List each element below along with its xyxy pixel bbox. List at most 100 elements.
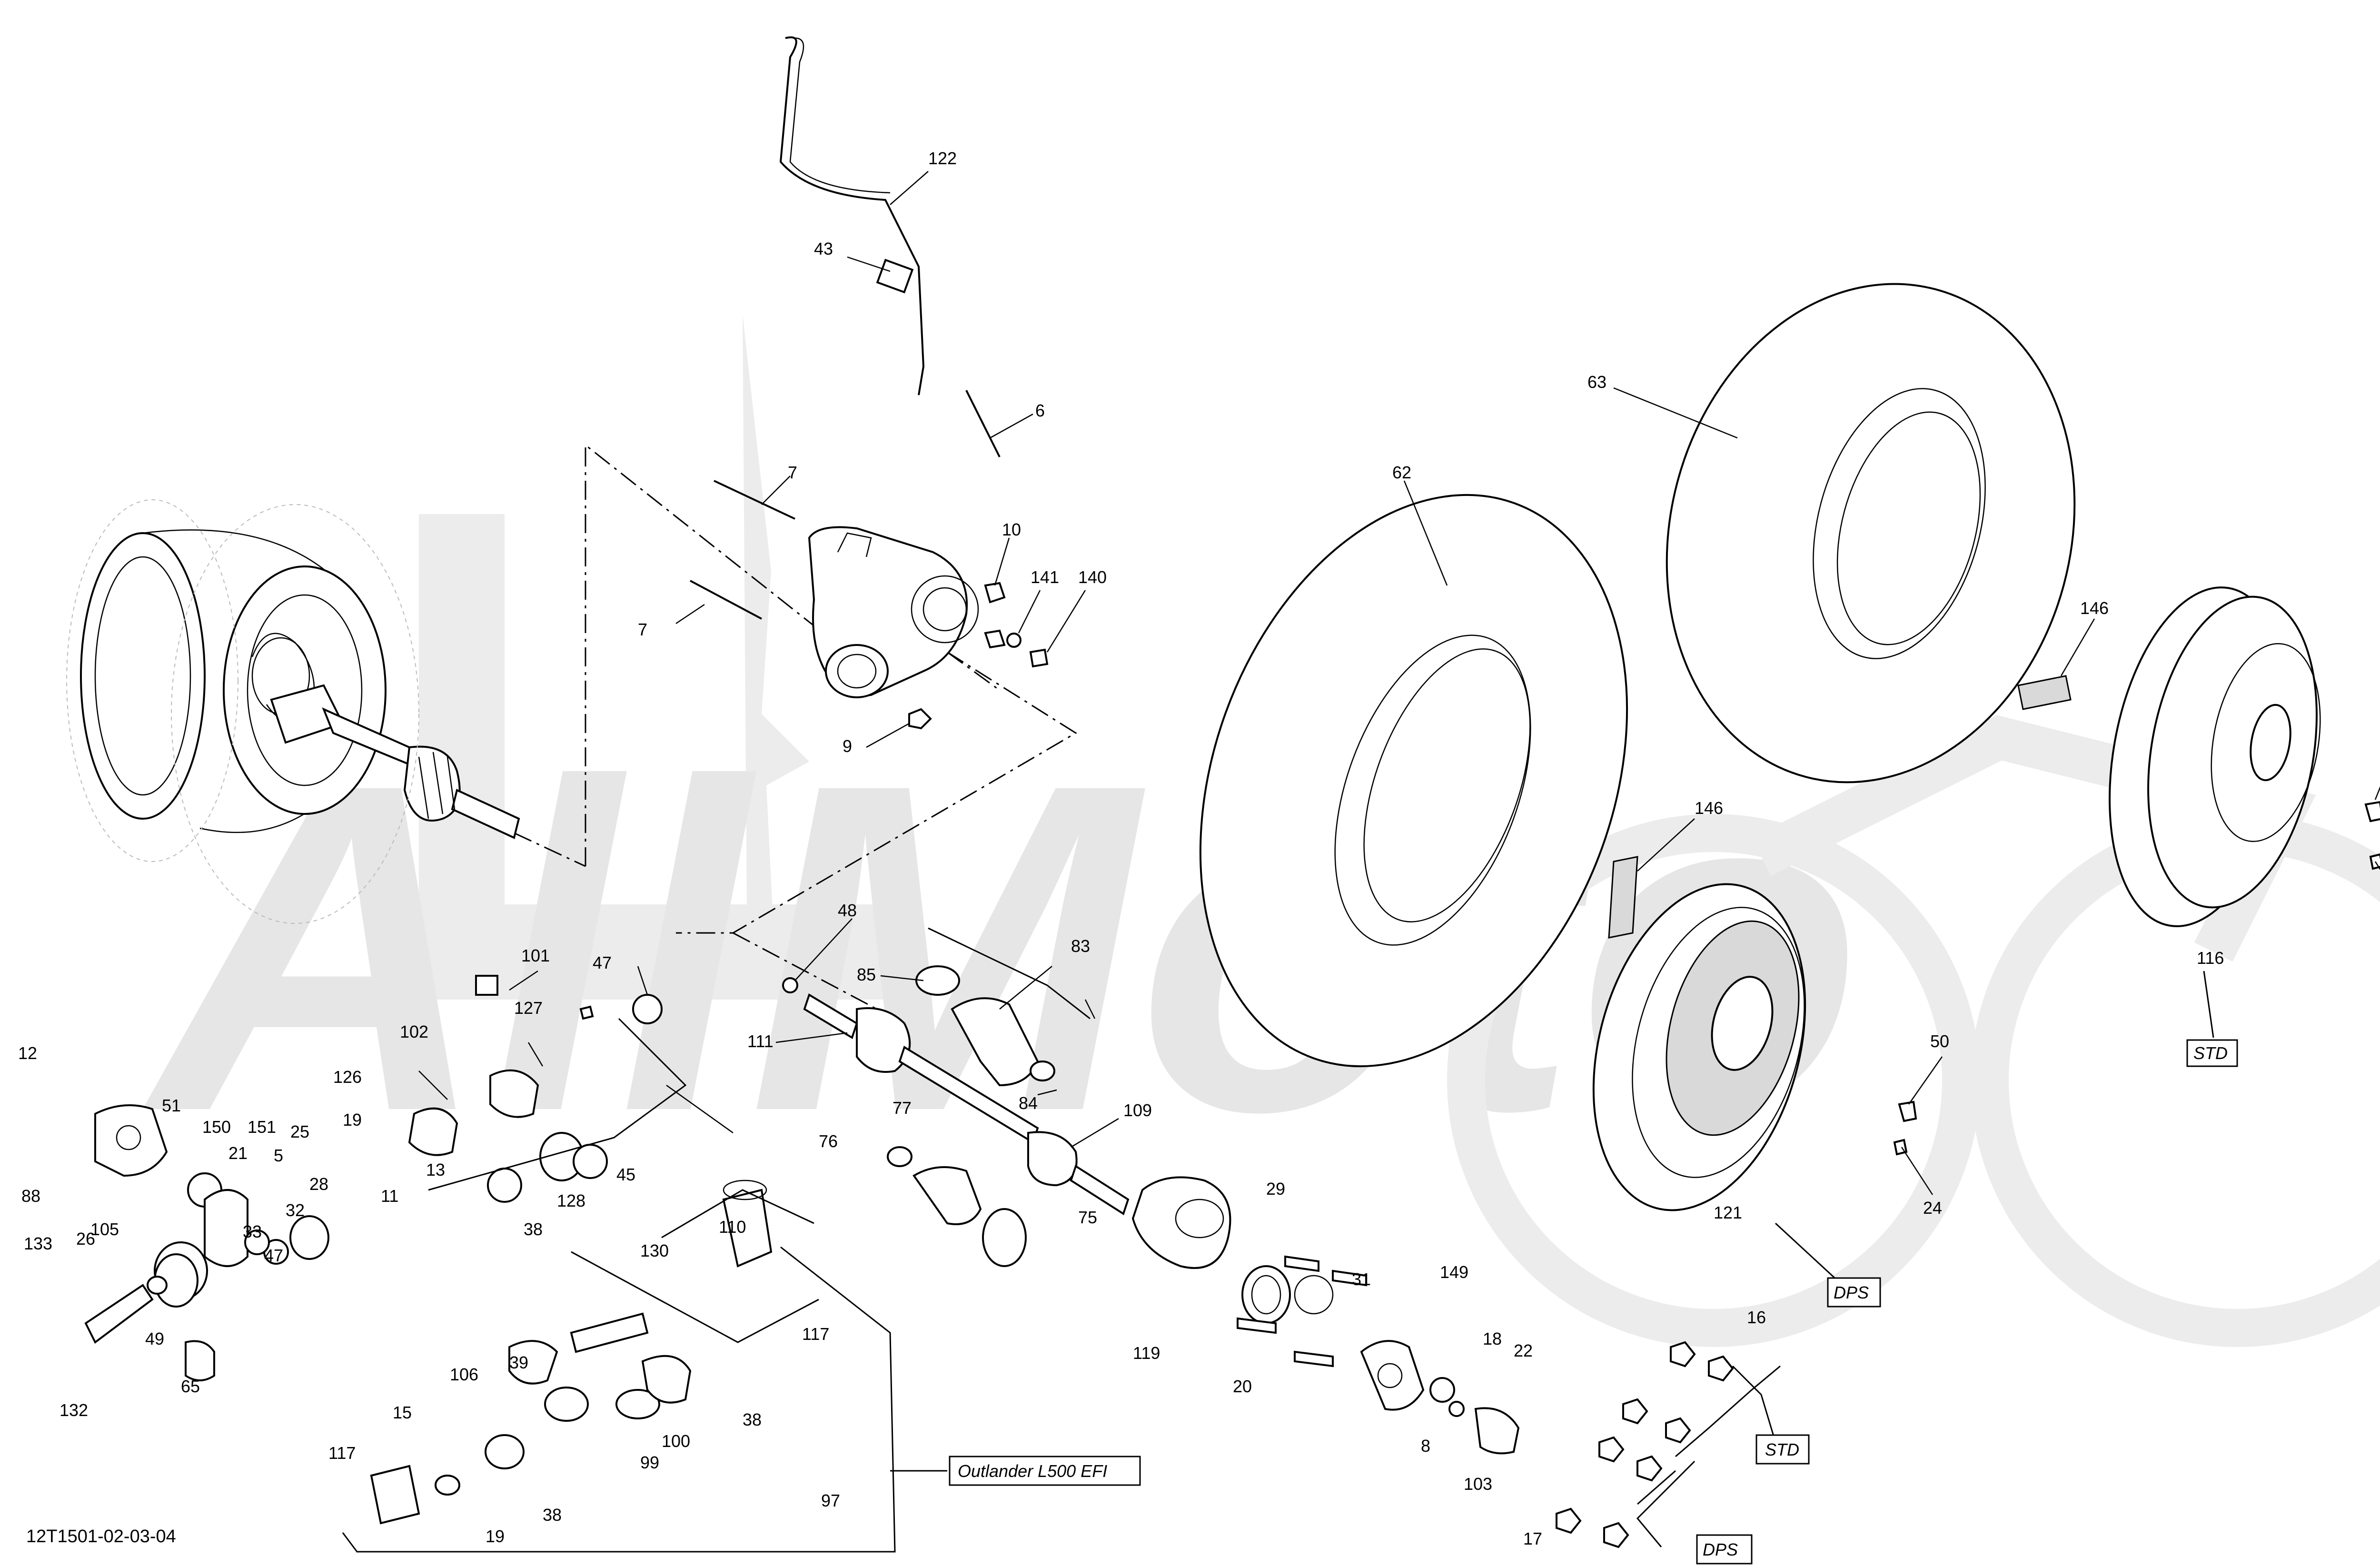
callout-128: 128: [557, 1191, 585, 1210]
callout-43: 43: [814, 239, 833, 258]
assembly-lines: [514, 443, 1077, 1020]
callout-32: 32: [286, 1200, 305, 1220]
callout-100: 100: [662, 1431, 690, 1451]
group-brackets: [342, 927, 2214, 1553]
callout-121: 121: [1714, 1203, 1742, 1222]
callout-25: 25: [290, 1122, 309, 1141]
callout-105: 105: [90, 1219, 119, 1239]
callout-126: 126: [333, 1067, 362, 1087]
std-label-wheel: STD: [2193, 1043, 2228, 1063]
callout-101: 101: [521, 946, 550, 965]
callout-83: 83: [1071, 936, 1090, 956]
callout-88: 88: [21, 1186, 40, 1206]
callout-127: 127: [514, 998, 543, 1018]
front-axle-shaft: [666, 965, 1130, 1267]
callout-45: 45: [616, 1165, 635, 1184]
callout-141: 141: [1031, 567, 1059, 587]
callout-21: 21: [228, 1143, 248, 1163]
front-differential: [690, 36, 1049, 730]
callout-109: 109: [1123, 1100, 1152, 1120]
callout-146b: 146: [1695, 798, 1723, 818]
callout-77: 77: [892, 1098, 912, 1118]
callout-6: 6: [1035, 401, 1045, 420]
callout-9: 9: [843, 736, 852, 756]
tires: [1199, 283, 2076, 1068]
callout-62: 62: [1392, 463, 1411, 482]
callout-132: 132: [60, 1400, 88, 1420]
callout-8: 8: [1421, 1436, 1430, 1456]
knuckle-hub: [1131, 1176, 1520, 1455]
callout-48: 48: [838, 901, 857, 920]
callout-38a: 38: [524, 1219, 543, 1239]
callout-7a: 7: [788, 463, 797, 482]
callout-29: 29: [1266, 1179, 1285, 1199]
callout-50b: 50: [1930, 1031, 1949, 1051]
callout-75: 75: [1078, 1208, 1097, 1227]
callout-51: 51: [162, 1096, 181, 1115]
callout-85: 85: [857, 965, 876, 984]
callout-26: 26: [76, 1229, 95, 1249]
callout-38b: 38: [743, 1410, 762, 1429]
dps-label-nuts: DPS: [1703, 1540, 1738, 1559]
callout-65: 65: [181, 1377, 200, 1396]
callout-17: 17: [1523, 1529, 1542, 1548]
callout-63: 63: [1587, 372, 1606, 392]
callout-119: 119: [1133, 1343, 1160, 1363]
outlander-shaft-parts: [370, 1179, 773, 1525]
callout-31: 31: [1352, 1269, 1371, 1289]
diagram-code: 12T1501-02-03-04: [26, 1526, 176, 1546]
callout-117a: 117: [802, 1324, 829, 1344]
callout-146a: 146: [2080, 598, 2109, 618]
callout-76: 76: [819, 1131, 838, 1151]
callout-106: 106: [450, 1365, 478, 1384]
callout-18: 18: [1483, 1329, 1502, 1348]
callout-19b: 19: [486, 1526, 505, 1546]
callout-20: 20: [1233, 1377, 1252, 1396]
callout-111: 111: [747, 1031, 774, 1051]
callout-49: 49: [145, 1329, 164, 1348]
callout-38c: 38: [543, 1505, 562, 1525]
callout-22: 22: [1514, 1341, 1533, 1360]
callout-97: 97: [821, 1491, 840, 1510]
left-wheel-assembly: [66, 499, 520, 924]
callout-116: 116: [2197, 948, 2224, 968]
callout-103: 103: [1464, 1474, 1492, 1494]
callout-11: 11: [381, 1186, 398, 1206]
std-label-nuts: STD: [1765, 1440, 1799, 1459]
callout-151: 151: [248, 1117, 276, 1137]
dps-label-wheel: DPS: [1834, 1283, 1869, 1302]
callout-47a: 47: [593, 953, 612, 972]
callout-47b: 47: [264, 1246, 283, 1265]
callout-33: 33: [243, 1222, 262, 1241]
boxed-labels: STD DPS STD DPS Outlander L500 EFI: [949, 1039, 2238, 1565]
callout-leaders: [418, 171, 2380, 1195]
left-drive-components: [84, 975, 663, 1381]
callout-12: 12: [18, 1043, 37, 1063]
callout-84: 84: [1019, 1093, 1038, 1113]
callout-16: 16: [1747, 1308, 1766, 1327]
callout-24b: 24: [1923, 1198, 1942, 1218]
callout-15: 15: [393, 1403, 412, 1422]
callout-19a: 19: [343, 1110, 362, 1130]
callout-28: 28: [309, 1174, 328, 1194]
callout-labels: 122 43 6 7 7 10 141 140 9 63 62 146 146 …: [18, 149, 2224, 1548]
callout-102: 102: [400, 1022, 428, 1041]
wheel-nuts: [1556, 1341, 1734, 1548]
callout-133: 133: [24, 1234, 52, 1253]
callout-117b: 117: [328, 1443, 356, 1463]
callout-7b: 7: [638, 620, 647, 639]
callout-149: 149: [1440, 1262, 1468, 1282]
callout-140: 140: [1078, 567, 1107, 587]
callout-130: 130: [640, 1241, 669, 1260]
callout-122: 122: [928, 149, 957, 168]
callout-5: 5: [274, 1146, 283, 1165]
callout-39: 39: [509, 1353, 528, 1372]
rims: [1592, 586, 2380, 1211]
callout-150: 150: [202, 1117, 231, 1137]
outlander-label: Outlander L500 EFI: [958, 1461, 1107, 1481]
callout-110: 110: [719, 1217, 746, 1237]
callout-10: 10: [1002, 520, 1021, 539]
callout-99: 99: [640, 1453, 659, 1472]
callout-13: 13: [426, 1160, 445, 1179]
